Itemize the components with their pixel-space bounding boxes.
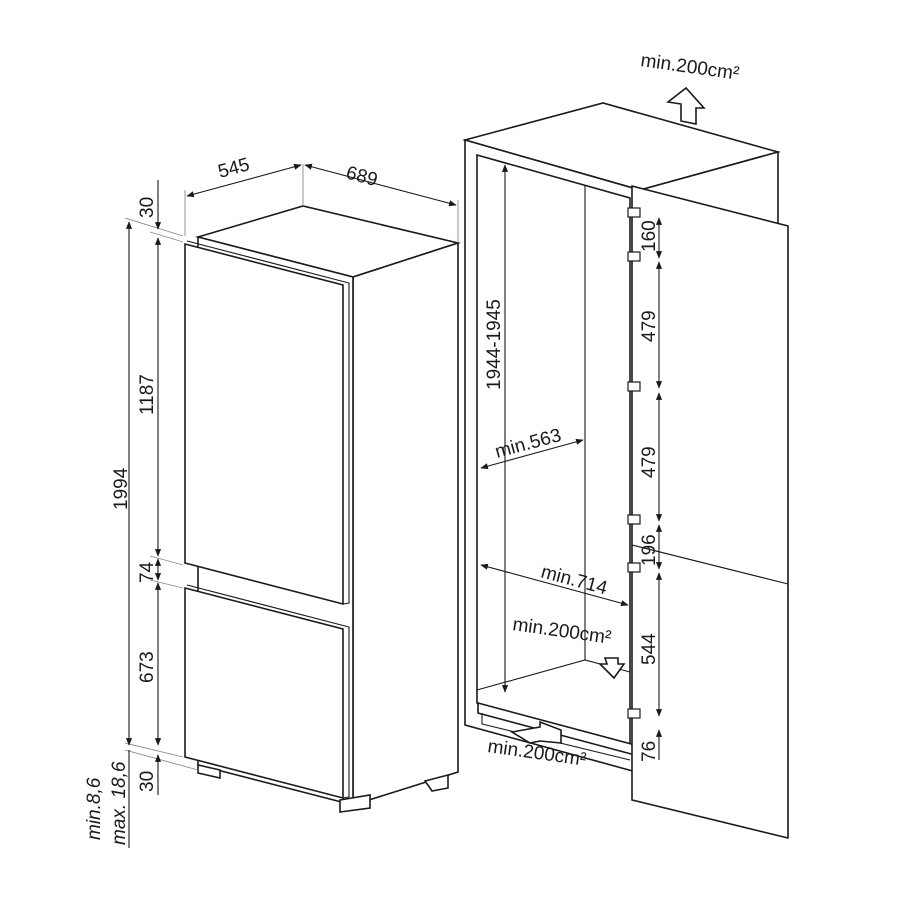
hinge-spacing-5: 544 — [639, 633, 660, 665]
feet-min-label: min.8,6 — [84, 777, 105, 840]
vent-front-arrow-icon — [509, 720, 562, 744]
hinge-spacing-2: 479 — [639, 310, 660, 342]
vent-top-label: min.200cm² — [639, 50, 740, 85]
dimension-heights: 30 1994 1187 74 673 30 min.8,6 max. 18,6 — [84, 180, 199, 848]
niche-height-label: 1944-1945 — [484, 299, 505, 390]
bottom-gap-label: 30 — [137, 771, 158, 792]
hinge — [627, 207, 641, 218]
hinge — [627, 251, 641, 262]
feet-max-label: max. 18,6 — [109, 761, 130, 845]
hinge-spacing-3: 479 — [639, 446, 660, 478]
hinge — [627, 514, 641, 525]
fridge-appliance — [184, 205, 461, 813]
vent-down-arrow-icon — [598, 657, 626, 680]
hinge — [627, 708, 641, 719]
vent-up-arrow-icon — [666, 86, 706, 125]
fridge-side — [352, 241, 459, 807]
width-label: 545 — [216, 154, 252, 182]
hinge-spacing-6: 76 — [639, 741, 660, 762]
hinge — [627, 381, 641, 392]
total-height-label: 1994 — [111, 467, 132, 510]
foot-back-right — [423, 773, 449, 792]
hinge-spacing-1: 160 — [639, 220, 660, 252]
upper-door-edge — [186, 240, 350, 605]
top-gap-label: 30 — [137, 197, 158, 218]
depth-label: 689 — [344, 163, 380, 191]
door-gap-label: 74 — [137, 561, 158, 583]
hinge-spacing-4: 196 — [639, 534, 660, 566]
foot-front-right — [339, 794, 371, 813]
lower-door-height-label: 673 — [137, 651, 158, 683]
lower-door-edge — [186, 584, 350, 799]
upper-door-height-label: 1187 — [137, 374, 158, 415]
furniture-door — [631, 184, 789, 840]
upper-door — [184, 242, 344, 606]
niche-cabinet — [462, 102, 789, 840]
foot-front-left — [197, 763, 221, 780]
